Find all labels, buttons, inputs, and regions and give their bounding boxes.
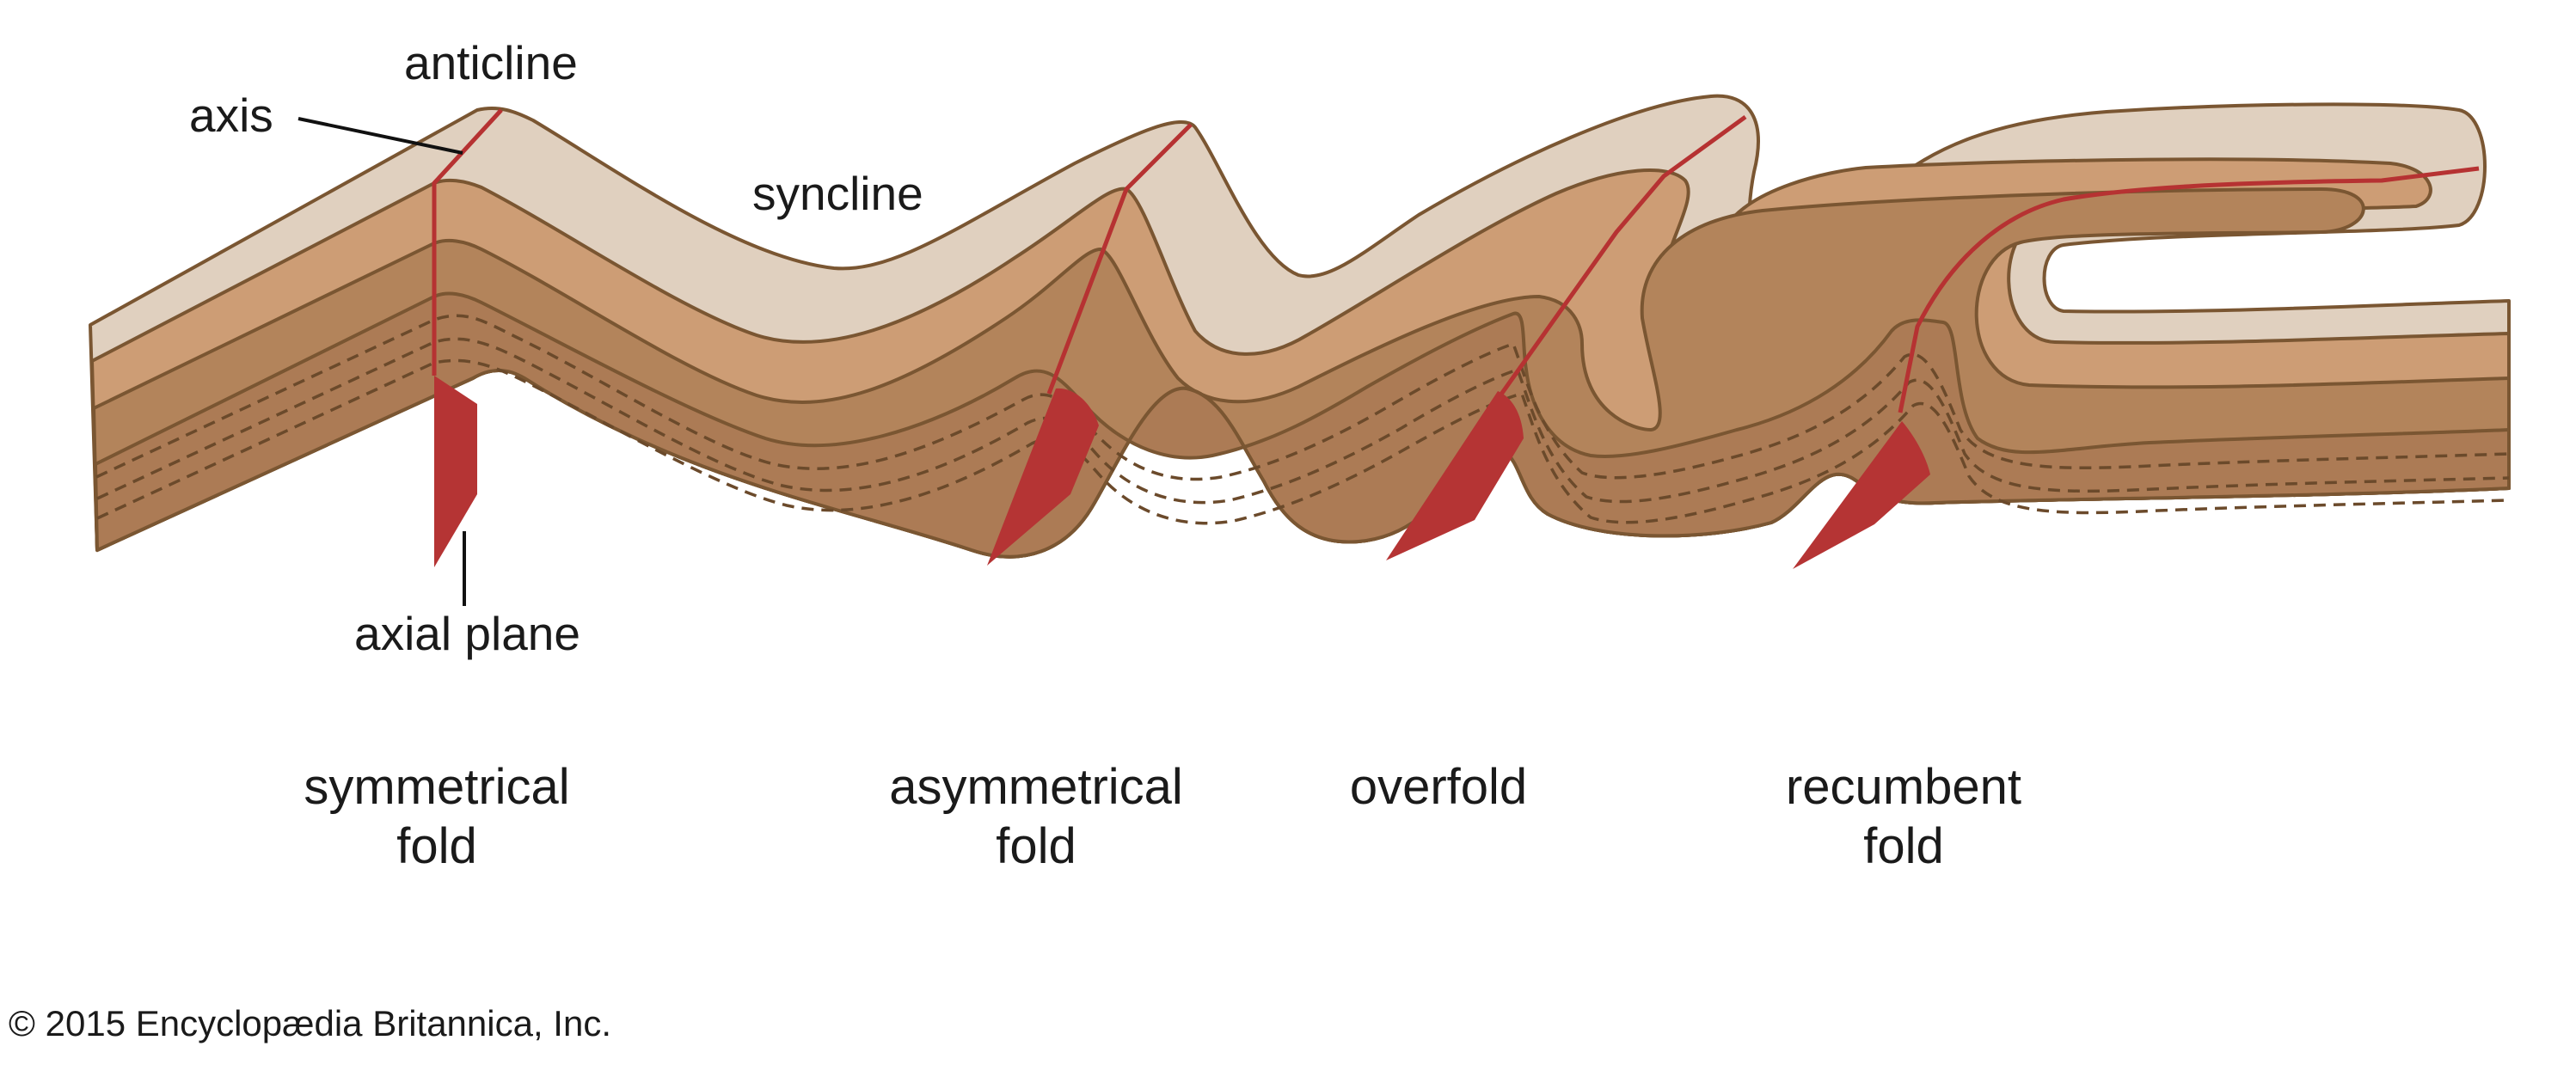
caption-asymmetrical-line1: asymmetrical [889,759,1183,815]
axial-plane-symmetrical [434,376,477,567]
axial-plane-asymmetrical [987,388,1099,566]
caption-asymmetrical-line2: fold [996,818,1076,874]
axial-trace-symmetrical [432,108,503,376]
bedding-line-2 [96,337,2510,505]
caption-recumbent-line2: fold [1863,818,1944,874]
caption-symmetrical-line1: symmetrical [304,759,569,815]
syncline-label: syncline [752,167,923,220]
axial-trace-overfold [1498,114,1747,397]
axis-leader-line [297,117,463,155]
anticline-label: anticline [404,36,578,89]
caption-symmetrical-line2: fold [396,818,477,874]
copyright-notice: © 2015 Encyclopædia Britannica, Inc. [9,1003,611,1043]
bedding-line-1 [95,314,2510,481]
axial-plane-recumbent [1793,421,1930,569]
caption-overfold-line1: overfold [1350,759,1527,815]
axial-plane-overfold [1386,391,1524,560]
axis-label: axis [189,89,273,142]
axial-plane-wedges [434,376,1930,569]
axial-trace-asymmetrical [1046,123,1193,395]
fold-type-captions: symmetrical fold asymmetrical fold overf… [304,759,2021,874]
axial-trace-recumbent [1898,166,2480,413]
axial-plane-label: axial plane [354,607,580,660]
caption-recumbent-line1: recumbent [1786,759,2021,815]
axial-traces [432,108,2480,413]
